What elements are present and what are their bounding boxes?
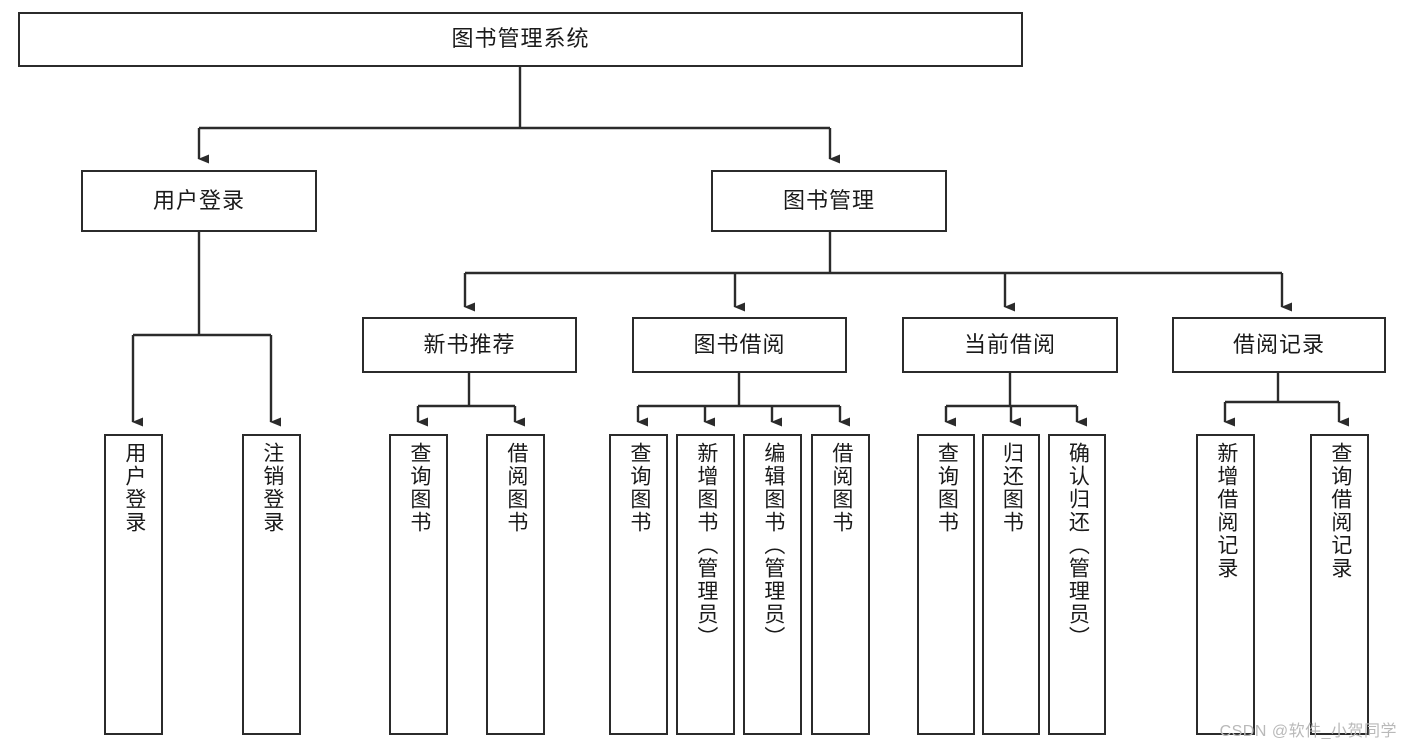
node-label: 查询图书 (407, 442, 431, 534)
node-label: 归还图书 (1000, 442, 1024, 534)
node-label: 用户登录 (152, 187, 245, 213)
leaf-book-borrow-borrow-book[interactable]: 借阅图书 (811, 434, 870, 735)
node-label: 注销登录 (260, 442, 284, 534)
leaf-current-borrow-confirm-return-admin[interactable]: 确认归还（管理员） (1048, 434, 1106, 735)
csdn-watermark: CSDN @软件_小贺同学 (1219, 723, 1397, 740)
leaf-current-borrow-query-book[interactable]: 查询图书 (917, 434, 975, 735)
node-label: 新增图书（管理员） (694, 442, 718, 649)
node-root-book-management-system[interactable]: 图书管理系统 (18, 12, 1023, 67)
node-book-management[interactable]: 图书管理 (711, 170, 947, 232)
node-label: 图书管理系统 (451, 26, 590, 52)
node-user-login[interactable]: 用户登录 (81, 170, 317, 232)
node-label: 图书借阅 (693, 331, 786, 357)
leaf-user-login-logout[interactable]: 注销登录 (242, 434, 301, 735)
node-label: 借阅图书 (504, 442, 528, 534)
node-label: 编辑图书（管理员） (761, 442, 785, 649)
node-label: 新增借阅记录 (1214, 442, 1238, 580)
node-label: 当前借阅 (963, 331, 1056, 357)
node-label: 借阅图书 (829, 442, 853, 534)
node-label: 查询图书 (935, 442, 959, 534)
leaf-new-book-borrow-book[interactable]: 借阅图书 (486, 434, 545, 735)
node-current-borrow[interactable]: 当前借阅 (902, 317, 1118, 373)
node-book-borrow[interactable]: 图书借阅 (632, 317, 847, 373)
leaf-book-borrow-edit-book-admin[interactable]: 编辑图书（管理员） (743, 434, 802, 735)
leaf-book-borrow-add-book-admin[interactable]: 新增图书（管理员） (676, 434, 735, 735)
leaf-borrow-record-query-record[interactable]: 查询借阅记录 (1310, 434, 1369, 735)
node-new-book-recommend[interactable]: 新书推荐 (362, 317, 577, 373)
node-label: 借阅记录 (1232, 331, 1325, 357)
leaf-borrow-record-add-record[interactable]: 新增借阅记录 (1196, 434, 1255, 735)
node-label: 用户登录 (122, 442, 146, 534)
leaf-new-book-query-book[interactable]: 查询图书 (389, 434, 448, 735)
node-label: 查询借阅记录 (1328, 442, 1352, 580)
leaf-current-borrow-return-book[interactable]: 归还图书 (982, 434, 1040, 735)
leaf-book-borrow-query-book[interactable]: 查询图书 (609, 434, 668, 735)
node-label: 新书推荐 (423, 331, 516, 357)
node-label: 图书管理 (782, 187, 875, 213)
leaf-user-login-login[interactable]: 用户登录 (104, 434, 163, 735)
node-label: 确认归还（管理员） (1066, 442, 1090, 649)
node-label: 查询图书 (627, 442, 651, 534)
node-borrow-record[interactable]: 借阅记录 (1172, 317, 1386, 373)
